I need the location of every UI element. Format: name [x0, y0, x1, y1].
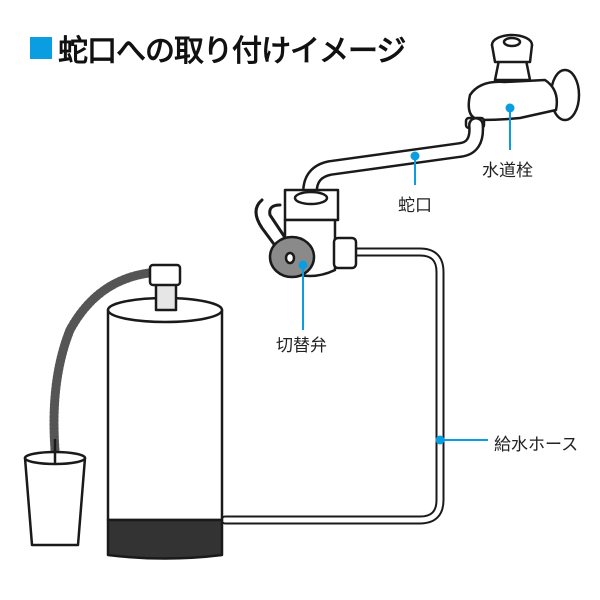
label-switch-valve: 切替弁	[276, 336, 327, 356]
label-supply-hose: 給水ホース	[494, 435, 579, 455]
title-square-icon	[30, 37, 52, 59]
water-filter-shape	[106, 263, 224, 560]
label-faucet-tap: 水道栓	[482, 161, 533, 181]
label-faucet: 蛇口	[398, 196, 432, 216]
switch-valve-shape	[254, 188, 358, 279]
title-text: 蛇口への取り付けイメージ	[58, 34, 406, 69]
spiral-hose	[49, 267, 165, 455]
supply-hose	[220, 247, 445, 525]
page-title: 蛇口への取り付けイメージ	[30, 26, 406, 70]
cup-shape	[23, 438, 87, 547]
faucet-tap-shape	[464, 33, 581, 130]
